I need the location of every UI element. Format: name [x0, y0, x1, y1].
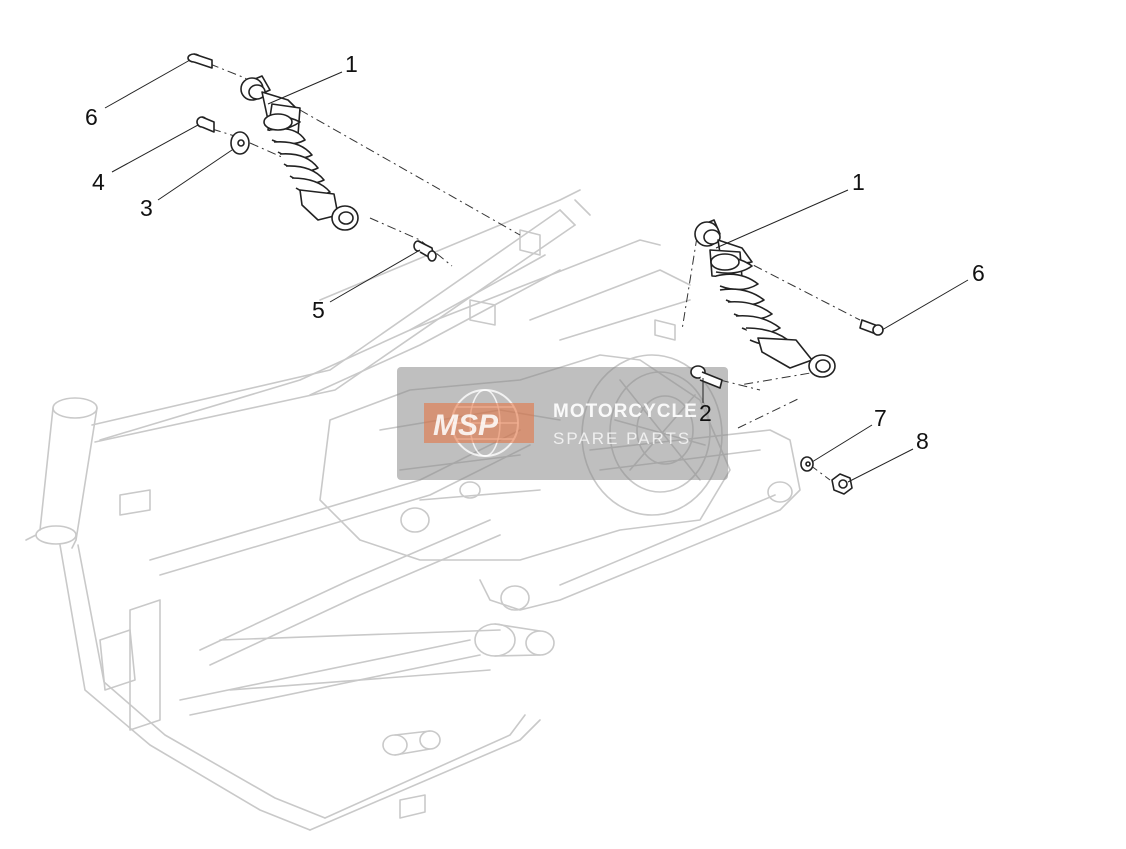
callout-6-left: 6	[85, 104, 98, 130]
bolt-6-right	[859, 319, 884, 336]
callout-2: 2	[699, 400, 712, 426]
washer-7	[800, 456, 814, 472]
callout-3: 3	[140, 195, 153, 221]
callout-7: 7	[874, 405, 887, 431]
shock-absorber-right	[694, 219, 836, 378]
bolt-6-left	[187, 53, 213, 69]
scooter-frame	[25, 189, 801, 831]
leader-lines	[104, 59, 969, 483]
spacer-4	[196, 116, 215, 133]
bolt-2	[690, 365, 723, 389]
callout-4: 4	[92, 169, 105, 195]
bushing-5	[413, 240, 437, 262]
callout-labels: 1 6 4 3 5 1 6 2 7 8	[85, 51, 985, 454]
watermark-logo: MSP	[433, 409, 499, 442]
watermark: MSP MOTORCYCLE SPARE PARTS	[397, 367, 728, 480]
watermark-line2: SPARE PARTS	[553, 429, 691, 448]
washer-3	[230, 131, 250, 155]
callout-1-left: 1	[345, 51, 358, 77]
callout-8: 8	[916, 428, 929, 454]
callout-5: 5	[312, 297, 325, 323]
watermark-line1: MOTORCYCLE	[553, 401, 698, 422]
callout-6-right: 6	[972, 260, 985, 286]
nut-8	[831, 473, 853, 495]
callout-1-right: 1	[852, 169, 865, 195]
shock-absorber-left	[240, 75, 359, 231]
